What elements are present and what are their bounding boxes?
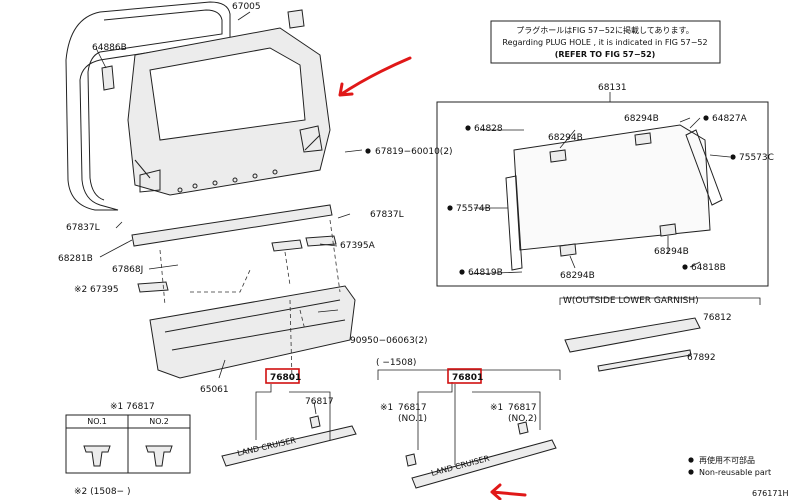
part-65061-garnish	[149, 285, 356, 379]
dot-75573C	[730, 154, 736, 160]
note-line-3: (REFER TO FIG 57−52)	[555, 50, 656, 59]
non-reusable-dot	[365, 148, 371, 154]
callout-67837L-b: 67837L	[370, 210, 404, 220]
callout-67819: 67819−60010(2)	[375, 147, 453, 157]
callout-64819B: 64819B	[468, 268, 503, 278]
weatherstrip-inner	[87, 9, 223, 201]
callout-76817-no2: 76817	[508, 403, 537, 413]
garnish-bracket	[559, 297, 761, 305]
callout-68281B: 68281B	[58, 254, 93, 264]
callout-68131: 68131	[598, 83, 627, 93]
callout-75574B: 75574B	[456, 204, 491, 214]
callout-64828: 64828	[474, 124, 503, 134]
callout-68294B-1: 68294B	[548, 133, 583, 143]
callout-76801-right: 76801	[452, 373, 483, 383]
table-col-no1: NO.1	[87, 417, 107, 426]
garnish-title: W(OUTSIDE LOWER GARNISH)	[563, 296, 699, 306]
callout-64886B: 64886B	[92, 43, 127, 53]
dot-64828	[465, 125, 471, 131]
dot-75574B	[447, 205, 453, 211]
footer-note-2: ※2 (1508− )	[74, 487, 130, 497]
callout-67005: 67005	[232, 2, 261, 12]
note-line-2: Regarding PLUG HOLE , it is indicated in…	[502, 38, 707, 47]
mark-1-b: ※1	[490, 403, 503, 413]
part-67395A-pad	[271, 239, 303, 252]
dot-64819B	[459, 269, 465, 275]
emblem-76801-left: LAND CRUISER	[221, 415, 357, 467]
callout-75573C: 75573C	[739, 153, 774, 163]
callout-76801-left: 76801	[270, 373, 301, 383]
red-arrow-top	[338, 56, 412, 97]
part-68281B-strip	[131, 204, 333, 247]
part-67395A-pad-2	[305, 235, 337, 247]
label-no1: (NO.1)	[398, 414, 427, 424]
callout-65061: 65061	[200, 385, 229, 395]
callout-76812: 76812	[703, 313, 732, 323]
range-bracket	[377, 369, 561, 380]
note-line-1: プラグホールはFIG 57−52に掲載してあります。	[516, 25, 693, 35]
dot-64827A	[703, 115, 709, 121]
callout-64818B: 64818B	[691, 263, 726, 273]
callout-67395: 67395	[90, 285, 119, 295]
outside-lower-garnish	[564, 317, 701, 372]
weatherstrip-outline	[65, 1, 231, 211]
callout-note-mark-2: ※2	[74, 285, 87, 295]
note-box	[490, 20, 721, 64]
dot-64818B	[682, 264, 688, 270]
legend-reuse-jp: 再使用不可部品	[699, 455, 755, 465]
callout-76817-left: 76817	[305, 397, 334, 407]
glass-panel-frame	[436, 101, 769, 287]
range-label: ( −1508)	[376, 358, 416, 368]
table-col-no2: NO.2	[149, 417, 169, 426]
part-67395-pad	[137, 281, 169, 293]
mark-1-a: ※1	[380, 403, 393, 413]
leader-lines	[95, 11, 731, 465]
part-hinge-top	[287, 9, 305, 29]
table-title: ※1 76817	[110, 402, 155, 412]
legend-dot-1	[688, 457, 694, 463]
callout-67892: 67892	[687, 353, 716, 363]
figure-id: 676171H	[752, 489, 789, 498]
part-68131-glass	[505, 124, 723, 271]
label-no2: (NO.2)	[508, 414, 537, 424]
highlight-76801-left	[265, 368, 300, 384]
callout-90950: 90950−06063(2)	[350, 336, 428, 346]
clip-no1-shape	[83, 445, 111, 467]
callout-76817-no1: 76817	[398, 403, 427, 413]
callout-68294B-2: 68294B	[624, 114, 659, 124]
highlight-76801-right	[447, 368, 482, 384]
red-arrow-bottom	[490, 483, 527, 500]
callout-68294B-4: 68294B	[560, 271, 595, 281]
callout-67837L-a: 67837L	[66, 223, 100, 233]
clip-no2-shape	[145, 445, 173, 467]
callout-68294B-3: 68294B	[654, 247, 689, 257]
legend-dot-2	[688, 469, 694, 475]
back-door-panel	[127, 27, 331, 196]
callout-67868J: 67868J	[112, 265, 143, 275]
emblem-76801-right: LAND CRUISER	[405, 421, 557, 489]
callout-67395A: 67395A	[340, 241, 376, 251]
legend-reuse-en: Non-reusable part	[699, 468, 771, 477]
callout-64827A: 64827A	[712, 114, 748, 124]
part-64886B-shape	[101, 65, 115, 91]
dashed-guides	[159, 219, 341, 381]
